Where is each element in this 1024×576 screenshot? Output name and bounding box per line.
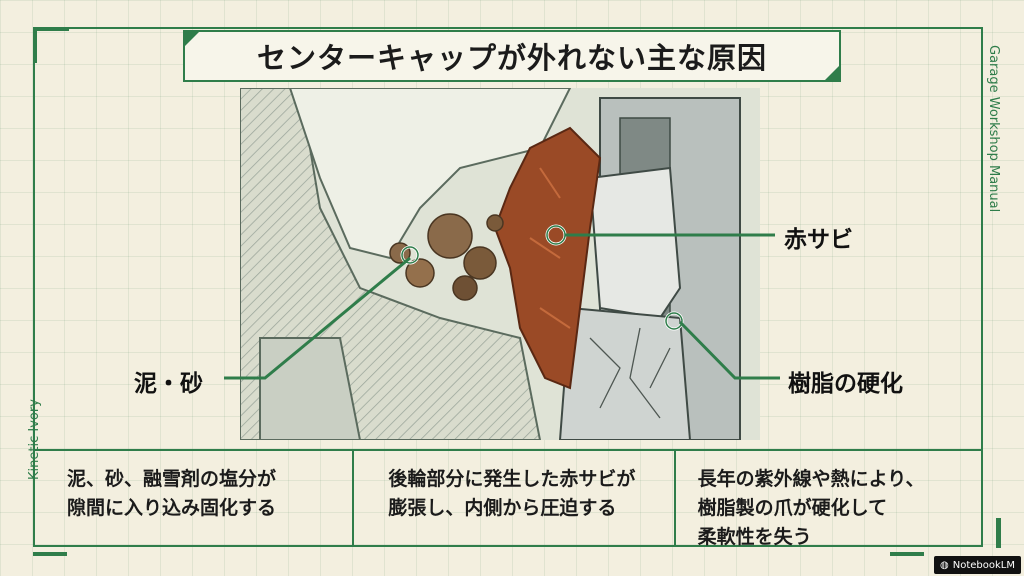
- mud-clump: [486, 214, 504, 232]
- outer-frame: [33, 27, 983, 547]
- mud-clump: [452, 275, 478, 301]
- mud-leader: [224, 256, 411, 380]
- page-title: センターキャップが外れない主な原因: [256, 41, 767, 75]
- hub-area: [288, 88, 572, 260]
- callout-rust: 赤サビ: [784, 227, 853, 253]
- description-line: 後輪部分に発生した赤サビが: [388, 468, 636, 490]
- notebooklm-logo-icon: ◍: [940, 559, 949, 571]
- illustration-svg: [240, 88, 760, 440]
- resin-leader: [678, 320, 780, 380]
- mud-marker-ring: [401, 246, 419, 264]
- description-panel: 泥、砂、融雪剤の塩分が 隙間に入り込み固化する 後輪部分に発生した赤サビが 膨張…: [33, 449, 983, 548]
- wheel-cross-section-illustration: [240, 88, 760, 440]
- description-line: 隙間に入り込み固化する: [67, 497, 277, 519]
- mud-clump: [463, 246, 497, 280]
- description-line: 泥、砂、融雪剤の塩分が: [67, 468, 277, 490]
- callout-mud: 泥・砂: [134, 371, 203, 397]
- callout-resin: 樹脂の硬化: [788, 371, 903, 397]
- title-box: センターキャップが外れない主な原因: [183, 30, 841, 82]
- mud-clump: [427, 213, 473, 259]
- frame-corner: [33, 27, 69, 63]
- description-line: 膨張し、内側から圧迫する: [388, 497, 617, 519]
- description-rust: 後輪部分に発生した赤サビが 膨張し、内側から圧迫する: [354, 451, 676, 547]
- decor-bar: [33, 552, 67, 556]
- badge-text: NotebookLM: [952, 559, 1015, 571]
- description-resin: 長年の紫外線や熱により、 樹脂製の爪が硬化して 柔軟性を失う: [676, 451, 983, 548]
- mud-clump: [405, 258, 435, 288]
- notebooklm-badge: ◍ NotebookLM: [934, 556, 1021, 574]
- resin-claw: [588, 166, 682, 320]
- decor-bar: [996, 518, 1001, 548]
- title-corner-right: [823, 64, 841, 82]
- decor-bar: [890, 552, 924, 556]
- rust-texture: [529, 167, 571, 329]
- resin-marker-ring: [665, 312, 683, 330]
- description-line: 長年の紫外線や熱により、: [697, 468, 925, 490]
- title-corner-left: [183, 30, 201, 48]
- description-mud: 泥、砂、融雪剤の塩分が 隙間に入り込み固化する: [33, 451, 355, 547]
- crack-lines: [589, 327, 671, 419]
- description-line: 樹脂製の爪が硬化して: [697, 497, 888, 519]
- description-line: 柔軟性を失う: [697, 526, 812, 548]
